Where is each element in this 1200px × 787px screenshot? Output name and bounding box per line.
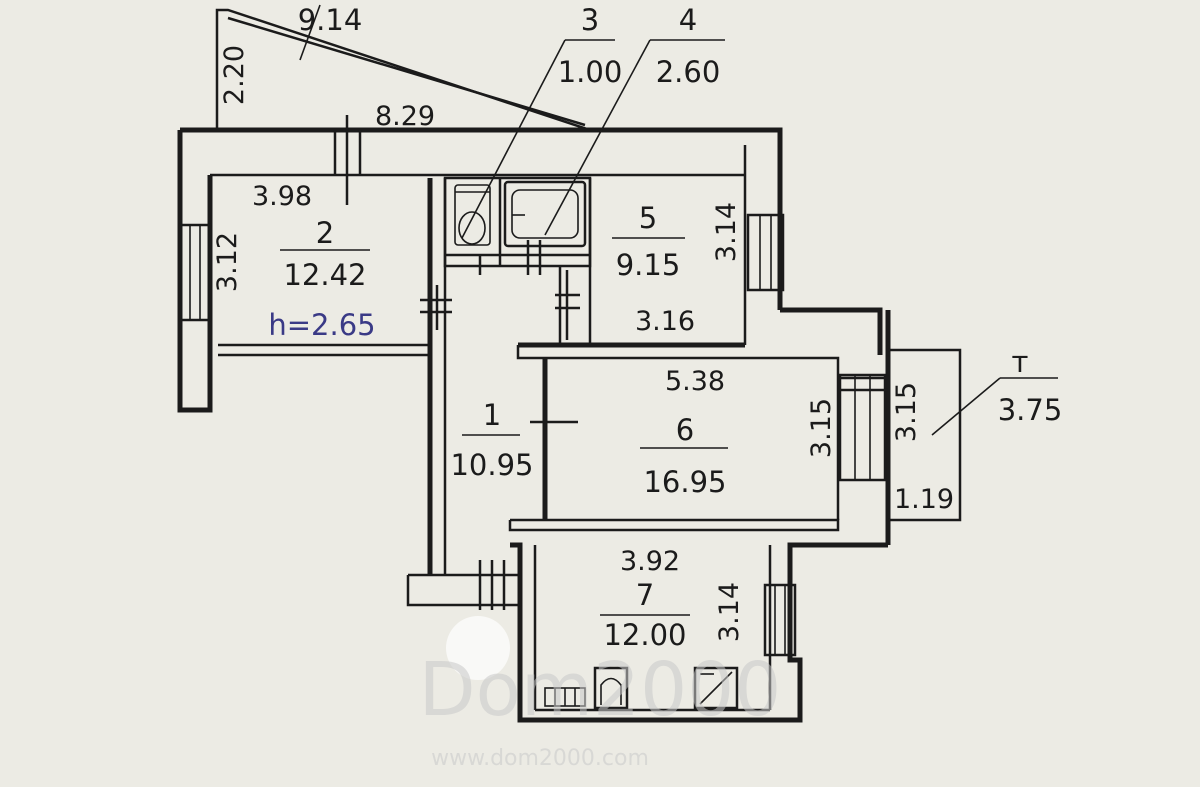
dim-room7-height: 3.14 (714, 582, 745, 642)
bathtub-icon (503, 180, 587, 248)
dim-balcony-width: 1.19 (894, 484, 954, 515)
left-wall (177, 130, 213, 413)
room4-leader (544, 39, 651, 236)
watermark-logo-icon (446, 616, 510, 680)
balcony-number: т (1012, 345, 1029, 379)
upper-balcony-inner-line (227, 16, 586, 127)
room2-area: 12.42 (283, 258, 366, 292)
room3-area: 1.00 (558, 55, 623, 89)
dim-room6-height: 3.15 (806, 398, 837, 458)
door-room6 (530, 410, 578, 435)
room5-number: 5 (639, 201, 657, 235)
toilet-icon (454, 184, 491, 246)
room6-number: 6 (676, 413, 694, 447)
upper-balcony-outline (215, 8, 591, 132)
dim-room6-width: 5.38 (665, 366, 725, 397)
dim-room7-width: 3.92 (620, 546, 680, 577)
door-balcony (840, 376, 888, 392)
room5-area: 9.15 (616, 248, 681, 282)
leader-lines (280, 39, 1058, 616)
room1-area: 10.95 (450, 448, 533, 482)
door-top-wall (333, 115, 362, 205)
balcony-area: 3.75 (998, 393, 1063, 427)
door-room2 (420, 285, 452, 330)
dim-balcony-height: 3.15 (891, 382, 922, 442)
outer-walls (177, 4, 1001, 723)
entrance-stub (406, 573, 522, 607)
top-wall (180, 127, 783, 310)
watermark-brand: Dom2000 (419, 647, 782, 733)
watermark-url: www.dom2000.com (431, 746, 649, 771)
dim-top-wall: 8.29 (375, 101, 435, 132)
door-marks (333, 115, 888, 610)
vent-block-icon (544, 687, 586, 707)
balcony-leader (931, 377, 1001, 436)
room6-top-wall (516, 345, 840, 520)
window-room5-right (746, 213, 785, 292)
room4-area: 2.60 (656, 55, 721, 89)
window-room7-right (763, 583, 797, 657)
watermark: Dom2000 www.dom2000.com (419, 616, 782, 771)
room6-bottom-wall (508, 518, 840, 532)
dim-room5-height: 3.14 (711, 202, 742, 262)
dim-room2-width: 3.98 (252, 181, 312, 212)
room6-area: 16.95 (643, 465, 726, 499)
stove-icon (593, 666, 629, 710)
right-step-wall (780, 307, 883, 355)
room7-area: 12.00 (603, 618, 686, 652)
balcony-outline (888, 348, 962, 522)
sink-icon (693, 666, 739, 710)
room-labels: 9.14 3 1.00 4 2.60 2 12.42 5 9.15 1 10.9… (283, 3, 1062, 652)
fixtures (454, 180, 739, 710)
window-room6-right (838, 373, 887, 482)
room2-number: 2 (316, 216, 334, 250)
windows (178, 213, 887, 657)
room1-number: 1 (483, 398, 501, 432)
room4-number: 4 (679, 3, 697, 37)
door-room5 (555, 270, 580, 340)
ceiling-height: h=2.65 (268, 308, 375, 342)
dim-room2-height: 3.12 (212, 232, 243, 292)
dim-room5-width: 3.16 (635, 306, 695, 337)
dimension-labels: 2.20 8.29 3.98 3.12 h=2.65 3.14 3.16 5.3… (212, 45, 954, 642)
door-entrance (478, 550, 522, 610)
upper-balcony-area: 9.14 (298, 3, 363, 37)
window-room2-left (178, 223, 212, 322)
room7-number: 7 (636, 578, 654, 612)
dim-top-left-vertical: 2.20 (219, 45, 250, 105)
room3-number: 3 (581, 3, 599, 37)
upper-balcony-leader (299, 4, 321, 61)
room2-bottom-wall (218, 343, 432, 357)
room3-leader (461, 39, 566, 239)
